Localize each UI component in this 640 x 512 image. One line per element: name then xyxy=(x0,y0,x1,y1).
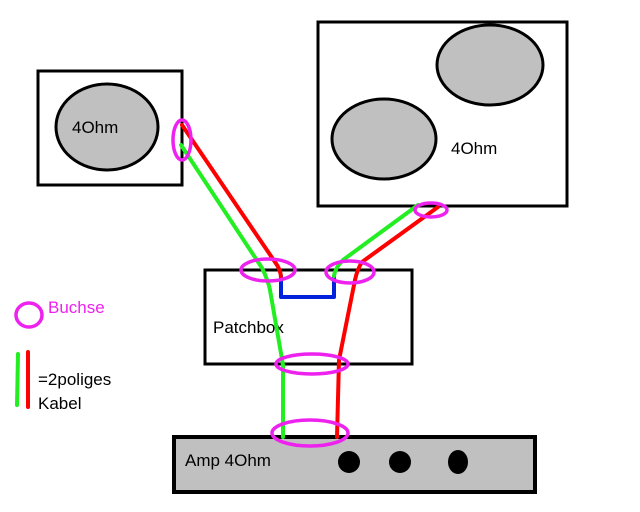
green-wire-right-cabinet xyxy=(332,203,420,278)
red-wire-amp xyxy=(335,278,357,439)
jack-patchbox-out xyxy=(274,352,350,376)
jack-left-cabinet xyxy=(171,118,193,162)
jack-right-cabinet xyxy=(413,201,449,219)
jack-patchbox-in-left xyxy=(239,257,297,283)
left-cabinet-label: 4Ohm xyxy=(72,118,118,137)
patchbox: Patchbox xyxy=(203,268,414,366)
speaker-cone-icon xyxy=(435,23,545,107)
knob-icon xyxy=(338,451,360,473)
jack-patchbox-in-right xyxy=(324,259,376,285)
right-cabinet: 4Ohm xyxy=(316,20,569,208)
legend-green-wire-icon xyxy=(15,352,20,407)
right-cabinet-label: 4Ohm xyxy=(451,139,497,158)
legend-cable-label-2: Kabel xyxy=(38,394,81,413)
patchbox-box xyxy=(203,268,414,366)
knob-icon xyxy=(389,451,411,473)
jack-amp-input xyxy=(270,418,350,448)
speaker-cone-icon xyxy=(330,97,438,181)
legend-jack-label: Buchse xyxy=(48,298,105,317)
red-wire-left-cabinet xyxy=(180,123,283,280)
green-wire-left-cabinet xyxy=(179,143,272,292)
legend: Buchse =2poliges Kabel xyxy=(14,298,111,413)
left-cabinet: 4Ohm xyxy=(36,69,184,187)
knob-icon xyxy=(448,450,468,474)
amp: Amp 4Ohm xyxy=(172,435,537,494)
amp-label: Amp 4Ohm xyxy=(185,451,271,470)
patchbox-label: Patchbox xyxy=(213,318,284,337)
bridge-wire xyxy=(279,274,336,299)
green-wire-amp xyxy=(268,288,285,439)
legend-cable-label-1: =2poliges xyxy=(38,370,111,389)
jack-legend-icon xyxy=(14,301,44,329)
speaker-cone-icon xyxy=(54,82,160,172)
